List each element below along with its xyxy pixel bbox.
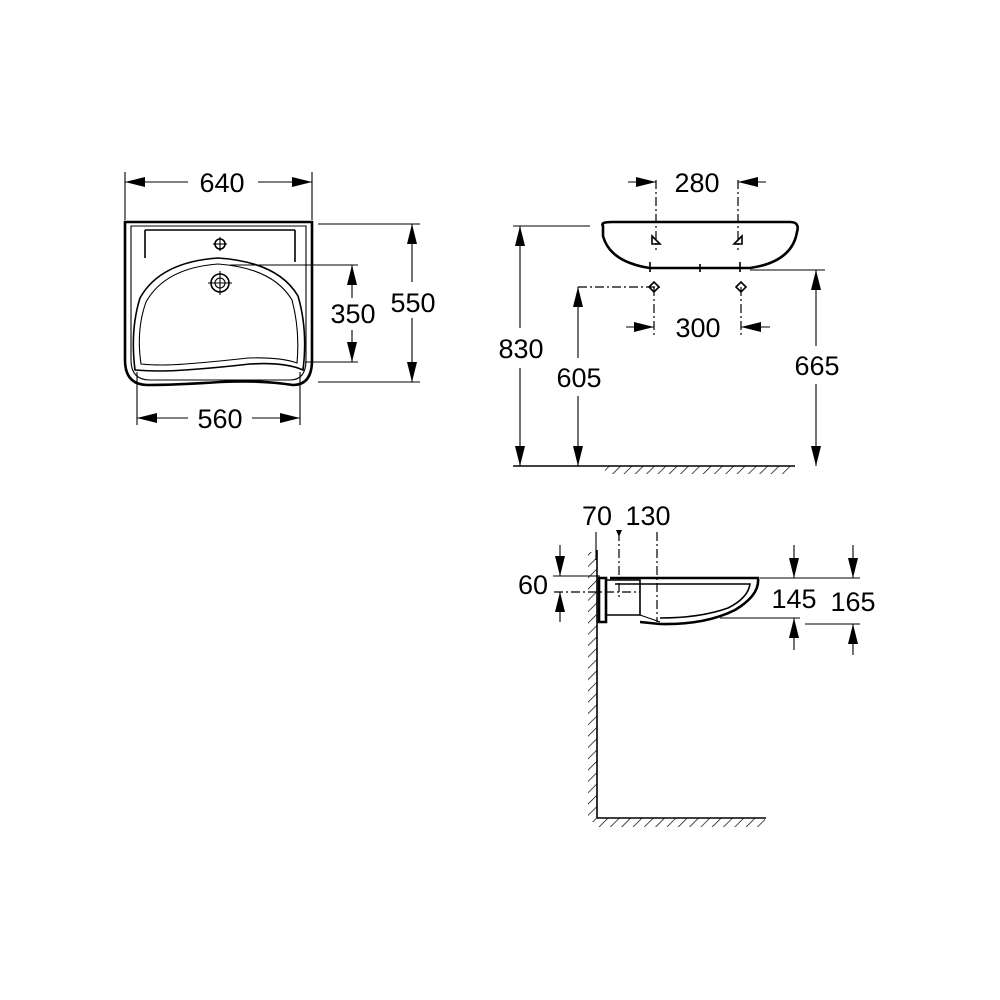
dim-130: 130 [625,501,670,531]
dim-640: 640 [199,168,244,198]
dim-665: 665 [794,351,839,381]
basin-outline [123,220,314,387]
dim-300: 300 [675,313,720,343]
bowl-outline [132,257,306,372]
dim-165: 165 [830,587,875,617]
back-ledge [144,229,296,262]
basin-section [610,576,760,626]
dim-830: 830 [498,334,543,364]
wall-hatch [588,552,597,822]
section-floor-hatch [597,818,765,827]
dim-145: 145 [771,584,816,614]
dim-60: 60 [518,570,548,600]
dim-70: 70 [582,501,612,531]
basin-elevation [601,220,799,270]
dim-280: 280 [674,168,719,198]
elevation-view: 280 300 830 605 665 [498,168,840,474]
front-view: 640 560 350 550 [123,168,436,434]
bowl-inner [138,263,299,366]
dim-560: 560 [197,404,242,434]
basin-rim-inner [130,225,307,381]
dim-550: 550 [390,288,435,318]
dim-605: 605 [556,363,601,393]
wall-bracket [597,576,608,624]
dim-350: 350 [330,299,375,329]
floor-hatch [605,466,790,474]
section-view: 70 130 60 145 165 [518,501,876,827]
